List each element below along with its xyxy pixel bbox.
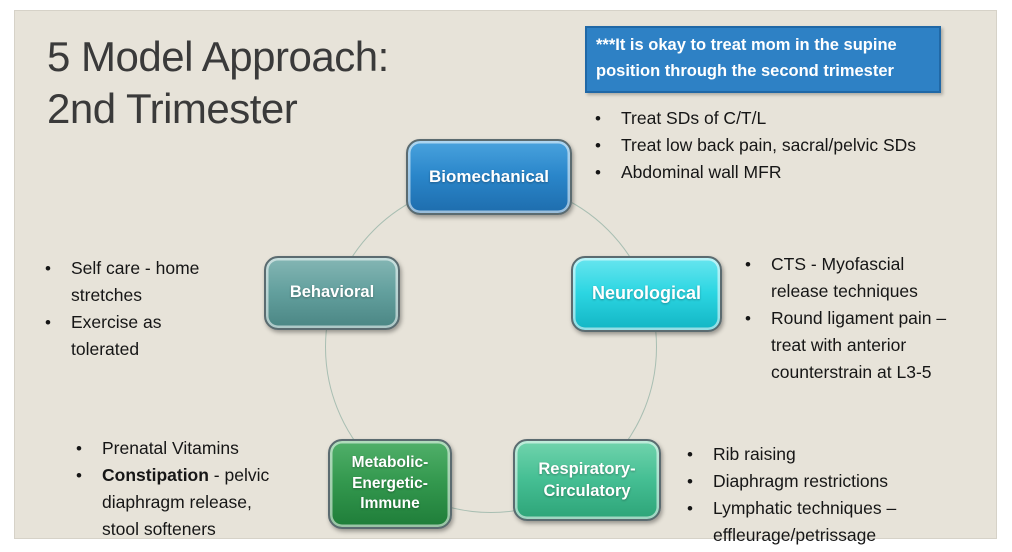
model-node-label: Respiratory-Circulatory (538, 459, 636, 500)
model-node-metabolic-energetic-immune: Metabolic-Energetic-Immune (328, 439, 452, 529)
bullet-item-bold-text: Constipation (102, 465, 209, 485)
bullet-list-respiratory-circulatory: Rib raisingDiaphragm restrictionsLymphat… (683, 441, 923, 549)
page-title-line-2: 2nd Trimester (47, 85, 298, 132)
bullet-item: Diaphragm restrictions (683, 468, 923, 495)
bullet-item: Constipation - pelvic diaphragm release,… (72, 462, 277, 543)
model-node-label: Neurological (591, 283, 702, 304)
callout-banner: ***It is okay to treat mom in the supine… (585, 26, 941, 94)
bullet-item: Prenatal Vitamins (72, 435, 277, 462)
model-node-label: Biomechanical (429, 166, 549, 186)
page-title: 5 Model Approach: 2nd Trimester (47, 31, 517, 135)
model-node-respiratory-circulatory: Respiratory-Circulatory (513, 439, 661, 521)
model-node-neurological: Neurological (571, 256, 722, 332)
bullet-list-behavioral: Self care - home stretchesExercise as to… (41, 255, 231, 363)
bullet-item: Treat SDs of C/T/L (591, 105, 971, 132)
slide: 5 Model Approach: 2nd Trimester ***It is … (14, 10, 997, 545)
model-node-biomechanical: Biomechanical (406, 139, 572, 215)
bullet-list-metabolic-energetic-immune: Prenatal VitaminsConstipation - pelvic d… (72, 435, 277, 543)
bullet-item: Self care - home stretches (41, 255, 231, 309)
page-title-line-1: 5 Model Approach: (47, 33, 389, 80)
model-node-behavioral: Behavioral (264, 256, 400, 330)
bullet-item: Treat low back pain, sacral/pelvic SDs (591, 132, 971, 159)
bullet-list-neurological: CTS - Myofascial release techniquesRound… (741, 251, 959, 386)
model-node-label: Behavioral (289, 283, 375, 302)
bullet-item: Exercise as tolerated (41, 309, 231, 363)
bullet-item: Abdominal wall MFR (591, 159, 971, 186)
bullet-list-biomechanical: Treat SDs of C/T/LTreat low back pain, s… (591, 105, 971, 186)
bullet-item: Lymphatic techniques – effleurage/petris… (683, 495, 923, 549)
bullet-item: Rib raising (683, 441, 923, 468)
bullet-item: CTS - Myofascial release techniques (741, 251, 959, 305)
model-node-label: Metabolic-Energetic-Immune (351, 454, 429, 513)
bullet-item: Round ligament pain – treat with anterio… (741, 305, 959, 386)
